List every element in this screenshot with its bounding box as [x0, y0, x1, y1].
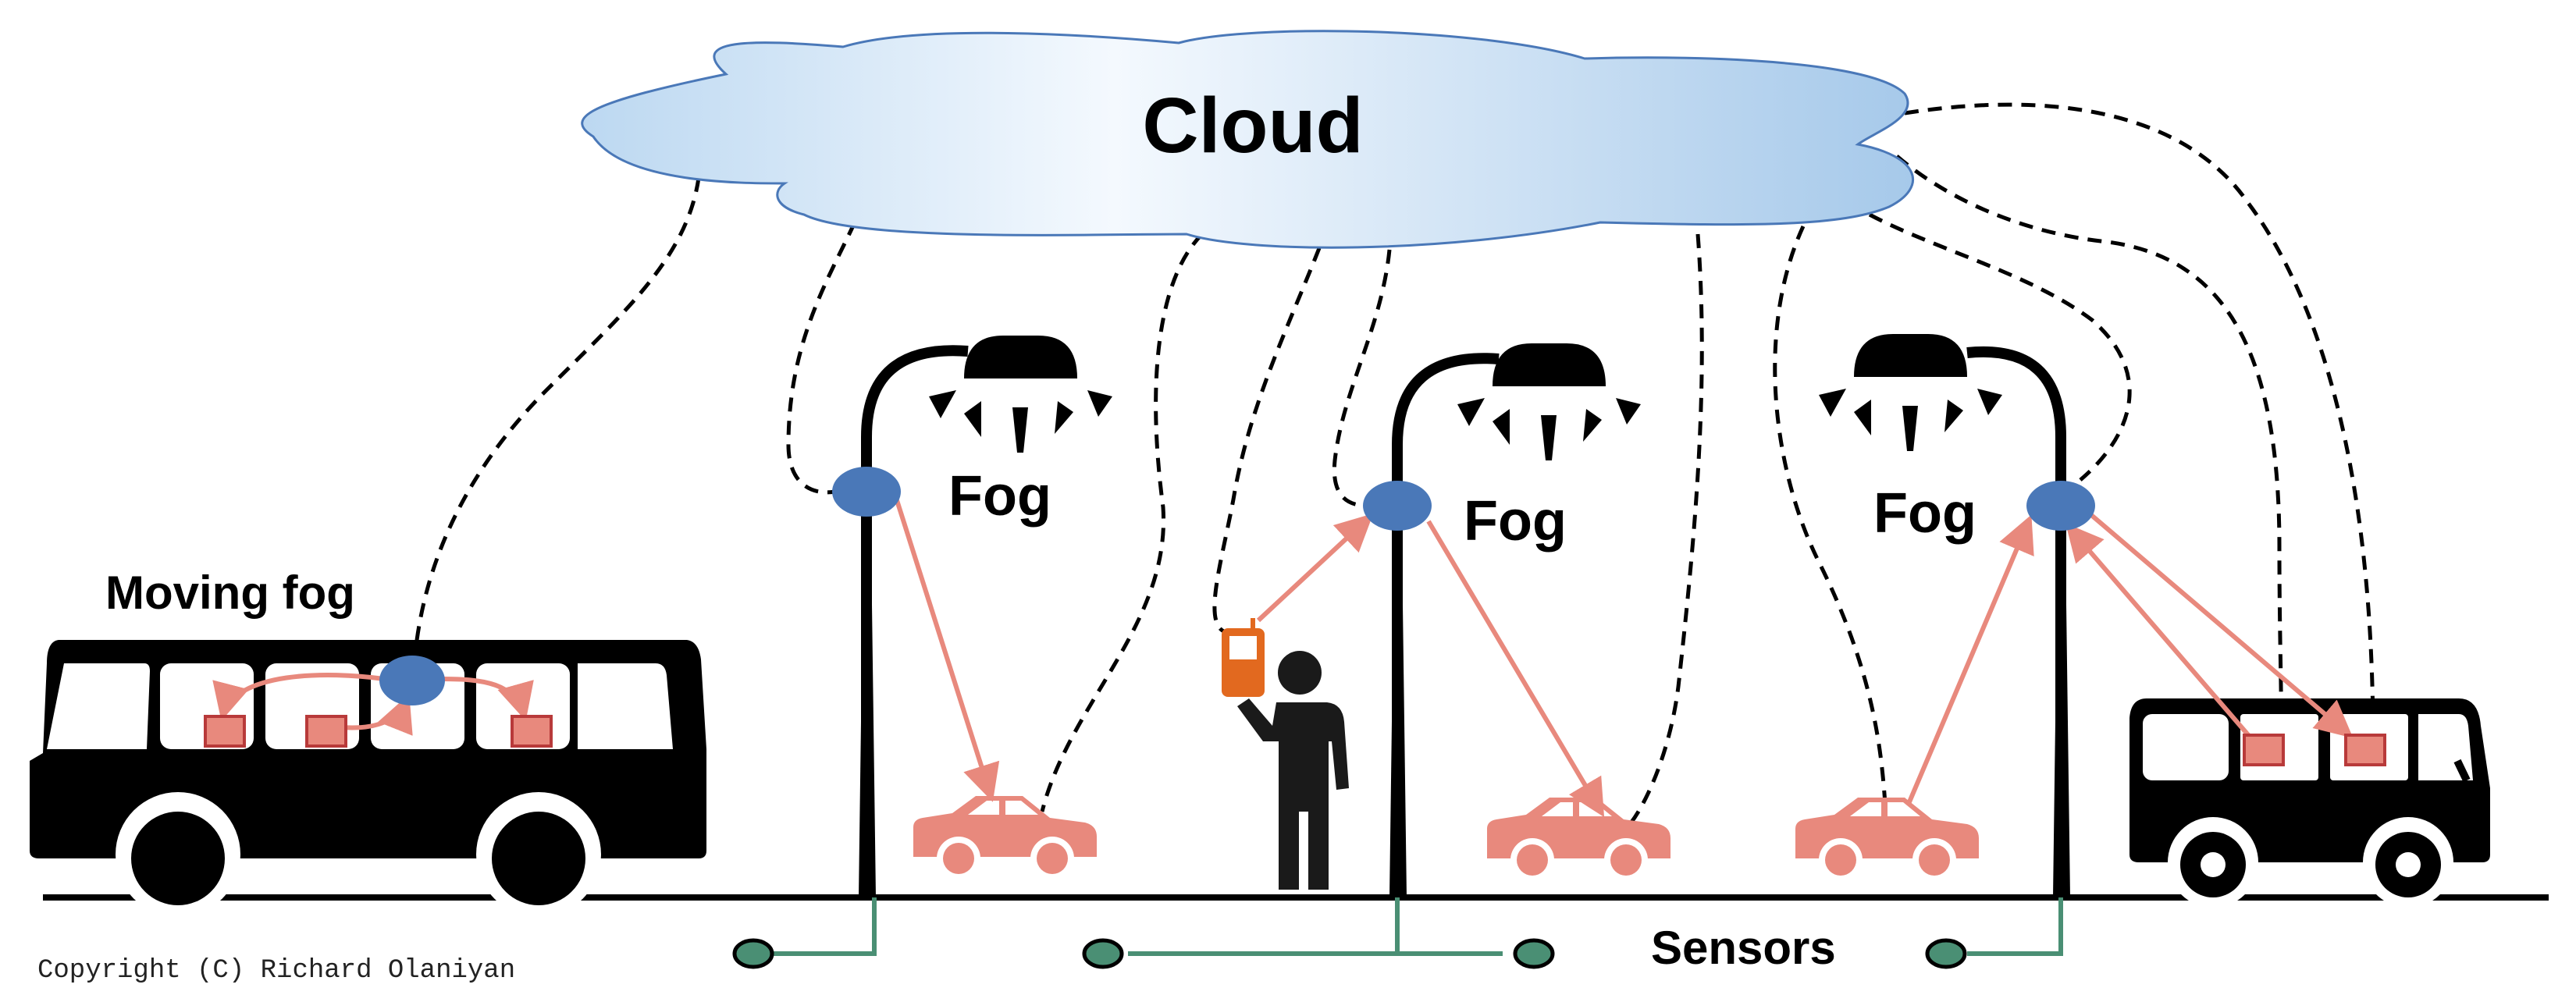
- fog-node-3: [2026, 481, 2095, 531]
- connection-cloud-car2: [1626, 233, 1704, 829]
- street-lamp-3: [1819, 334, 2070, 897]
- street-lamp-icon: [1392, 353, 1500, 897]
- car-3: [1795, 798, 1979, 882]
- connection-cloud-bus-left: [411, 177, 701, 672]
- connection-cloud-car3: [1773, 225, 1888, 805]
- fog-label-2: Fog: [1464, 490, 1567, 553]
- device-square-icon: [511, 715, 553, 748]
- car-1: [913, 796, 1097, 880]
- connection-cloud-fog2: [1332, 249, 1392, 508]
- cloud-connections: [411, 102, 2375, 829]
- link-bus-left-device-2: [341, 694, 413, 736]
- connection-cloud-fog1: [786, 221, 857, 495]
- sensors-label: Sensors: [1651, 922, 1836, 974]
- device-square-icon: [305, 715, 347, 748]
- link-car3-fog3: [1906, 514, 2034, 805]
- person-icon: [1222, 618, 1349, 890]
- fog-label-3: Fog: [1873, 482, 1976, 545]
- connection-cloud-phone: [1212, 247, 1322, 634]
- link-fog1-car1: [894, 497, 1000, 802]
- link-bus-left-device-1: [212, 673, 385, 721]
- device-square-icon: [2243, 734, 2285, 766]
- copyright-text: Copyright (C) Richard Olaniyan: [37, 956, 515, 986]
- device-square-icon: [2344, 734, 2386, 766]
- car-2: [1487, 798, 1670, 882]
- fog-node-moving: [379, 656, 445, 705]
- connection-cloud-bus-right-2: [1904, 102, 2375, 741]
- phone-icon: [1222, 618, 1265, 697]
- link-bus-right-fog3-a: [2065, 523, 2252, 738]
- device-square-icon: [204, 715, 246, 748]
- connection-cloud-fog3: [1868, 212, 2132, 482]
- link-fog2-car2: [1426, 520, 1605, 818]
- sensor-icon: [1513, 938, 1555, 969]
- device-links: [212, 497, 2354, 818]
- street-lamp-icon: [861, 345, 969, 897]
- cloud-label: Cloud: [1142, 82, 1363, 169]
- cloud-icon: Cloud: [581, 30, 1914, 249]
- bus-left: [30, 640, 706, 917]
- fog-node-2: [1363, 481, 1432, 531]
- fog-node-1: [832, 467, 901, 517]
- street-lamp-icon: [1966, 346, 2066, 897]
- sensor-icon: [1082, 938, 1124, 969]
- link-fog3-bus-right-b: [2079, 503, 2354, 738]
- street-lamp-2: [1389, 343, 1641, 897]
- link-phone-fog2: [1256, 513, 1374, 623]
- sensor-icon: [1925, 938, 1967, 969]
- link-bus-left-device-3: [440, 677, 534, 721]
- moving-fog-label: Moving fog: [105, 567, 355, 619]
- sensor-icon: [732, 938, 774, 969]
- street-lamp-1: [859, 336, 1112, 897]
- fog-label-1: Fog: [948, 465, 1051, 528]
- connection-cloud-bus-right-1: [1895, 155, 2283, 741]
- bus-right: [2129, 698, 2490, 908]
- sensor-wiring: [773, 897, 2063, 956]
- connection-cloud-car1: [1040, 233, 1204, 812]
